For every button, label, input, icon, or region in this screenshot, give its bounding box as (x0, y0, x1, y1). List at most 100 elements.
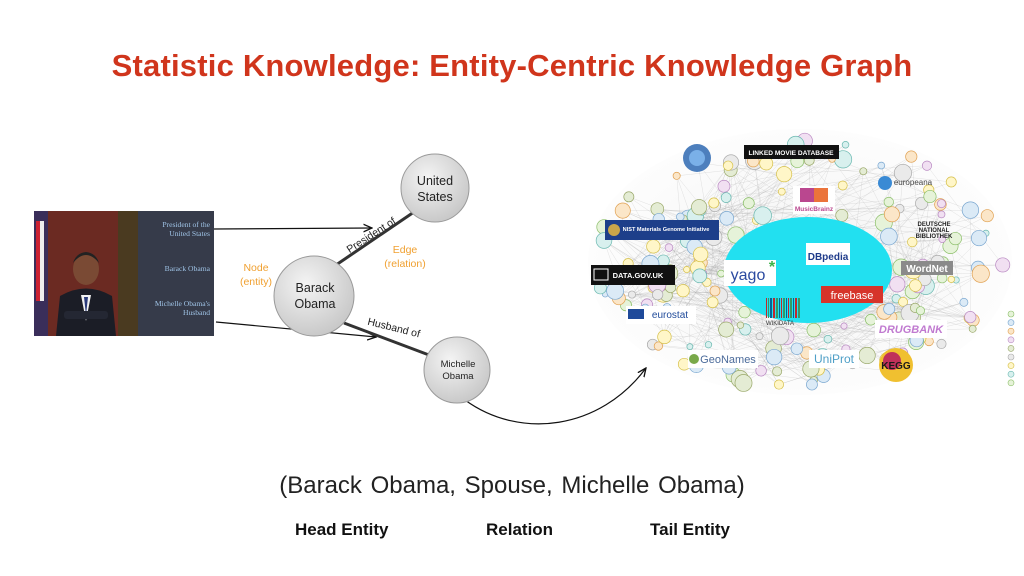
cloud-dataset-bubble (683, 266, 691, 274)
barcode-bar (790, 298, 792, 318)
logo-kegg: KEGG (879, 348, 913, 382)
barcode-bar (786, 298, 787, 318)
cloud-dataset-bubble (905, 150, 918, 163)
cloud-dataset-bubble (937, 199, 946, 209)
cloud-dataset-bubble (770, 326, 790, 346)
cloud-link (676, 175, 681, 217)
cloud-dataset-bubble (865, 313, 877, 326)
cloud-link (901, 210, 971, 268)
cloud-link (827, 284, 898, 340)
logo-freebase: freebase (821, 286, 883, 303)
cloud-dataset-bubble (691, 199, 708, 216)
cloud-dataset-bubble (980, 209, 994, 223)
cloud-dataset-bubble (823, 334, 833, 344)
cloud-legend-dot (1007, 310, 1015, 318)
svg-text:freebase: freebase (831, 290, 874, 302)
cloud-legend-dot (1007, 345, 1015, 352)
svg-text:WIKIDATA: WIKIDATA (766, 321, 794, 327)
logo-geonames: GeoNames (688, 350, 758, 368)
cloud-dataset-bubble (653, 341, 663, 351)
cloud-legend-dot (1007, 336, 1015, 344)
annotation-relation: (relation) (384, 258, 425, 270)
cloud-dataset-bubble (948, 231, 962, 246)
cloud-link (726, 174, 785, 198)
cloud-dataset-bubble (652, 289, 664, 301)
cloud-dataset-bubble (738, 306, 751, 319)
svg-text:KEGG: KEGG (881, 361, 911, 372)
cloud-legend-dot (1007, 327, 1015, 335)
cloud-link (852, 233, 986, 365)
cloud-dataset-bubble (947, 275, 955, 283)
node-label-states: States (417, 190, 452, 204)
cloud-dataset-bubble (835, 208, 849, 222)
cloud-dataset-bubble (841, 141, 850, 149)
cloud-legend-dot (1007, 379, 1015, 387)
cloud-dataset-bubble (772, 366, 783, 377)
cloud-dataset-bubble (806, 322, 821, 338)
cloud-dataset-bubble (777, 187, 786, 196)
cloud-dataset-bubble (937, 210, 946, 219)
logo-wordnet: WordNet (901, 261, 953, 275)
cloud-link (723, 174, 785, 187)
cloud-dataset-bubble (883, 302, 896, 315)
cloud-link (618, 235, 760, 337)
cloud-dataset-bubble (753, 206, 772, 225)
node-barack-obama (273, 255, 355, 337)
cloud-dataset-bubble (964, 311, 977, 324)
cloud-dataset-bubble (627, 290, 636, 299)
cloud-dataset-bubble (755, 332, 764, 341)
cloud-dataset-bubble (893, 163, 912, 183)
photo-to-president-arrow (213, 228, 372, 229)
cloud-dataset-bubble (968, 324, 977, 333)
photo-label-president: President of the United States (162, 220, 210, 238)
cloud-dataset-bubble (755, 365, 767, 377)
annotation-node: Node (243, 262, 268, 274)
barcode-bar (798, 298, 800, 318)
cloud-link (780, 335, 917, 343)
svg-text:MusicBrainz: MusicBrainz (795, 206, 834, 213)
cloud-dataset-bubble (889, 276, 906, 293)
cloud-dataset-bubble (859, 167, 868, 176)
photo-label-name: Barack Obama (164, 264, 210, 273)
cloud-dataset-bubble (971, 264, 990, 283)
cloud-link (950, 245, 965, 303)
edge-president-of (335, 210, 415, 267)
cloud-dataset-bubble (717, 269, 725, 278)
barcode-bar (773, 298, 775, 318)
svg-text:GeoNames: GeoNames (700, 354, 756, 366)
cloud-link (748, 202, 980, 239)
svg-text:DATA.GOV.UK: DATA.GOV.UK (613, 271, 664, 280)
cloud-link (680, 174, 785, 315)
logo-wikidata: WIKIDATA (766, 298, 800, 327)
cloud-dataset-bubble (995, 257, 1011, 273)
logo-uniprot: UniProt (809, 350, 859, 368)
logo-wikipedia-ru (683, 144, 711, 172)
cloud-dataset-bubble (909, 279, 922, 292)
node-label-barack: Barack (296, 281, 336, 295)
cloud-dataset-bubble (773, 379, 784, 390)
cloud-dataset-bubble (883, 206, 900, 223)
linked-open-data-cloud: DBpedia yago * freebase WIKIDATA WordNet… (588, 129, 1015, 395)
cloud-dataset-bubble (921, 160, 933, 171)
svg-text:europeana: europeana (894, 178, 933, 187)
cloud-dataset-bubble (858, 346, 876, 365)
cloud-dataset-bubble (915, 306, 925, 316)
tail-entity-label: Tail Entity (650, 520, 730, 539)
svg-text:UniProt: UniProt (814, 352, 855, 366)
svg-text:LINKED MOVIE DATABASE: LINKED MOVIE DATABASE (748, 150, 834, 157)
cloud-dataset-bubble (938, 235, 947, 244)
cloud-link (922, 204, 941, 266)
cloud-dataset-bubble (708, 197, 720, 209)
edge-label-president-of: President of (345, 215, 399, 256)
cloud-dataset-bubble (766, 348, 783, 366)
cloud-dataset-bubble (837, 180, 848, 191)
barcode-bar (795, 298, 797, 318)
cloud-legend-dot (1007, 353, 1015, 361)
cloud-dataset-bubble (692, 268, 707, 284)
cloud-link (697, 162, 785, 175)
logo-nist: NIST Materials Genome Initiative (605, 220, 719, 240)
cloud-dataset-bubble (704, 341, 713, 349)
cloud-dataset-bubble (877, 161, 886, 170)
barcode-bar (779, 298, 780, 318)
svg-text:DEUTSCHE: DEUTSCHE (917, 222, 950, 228)
